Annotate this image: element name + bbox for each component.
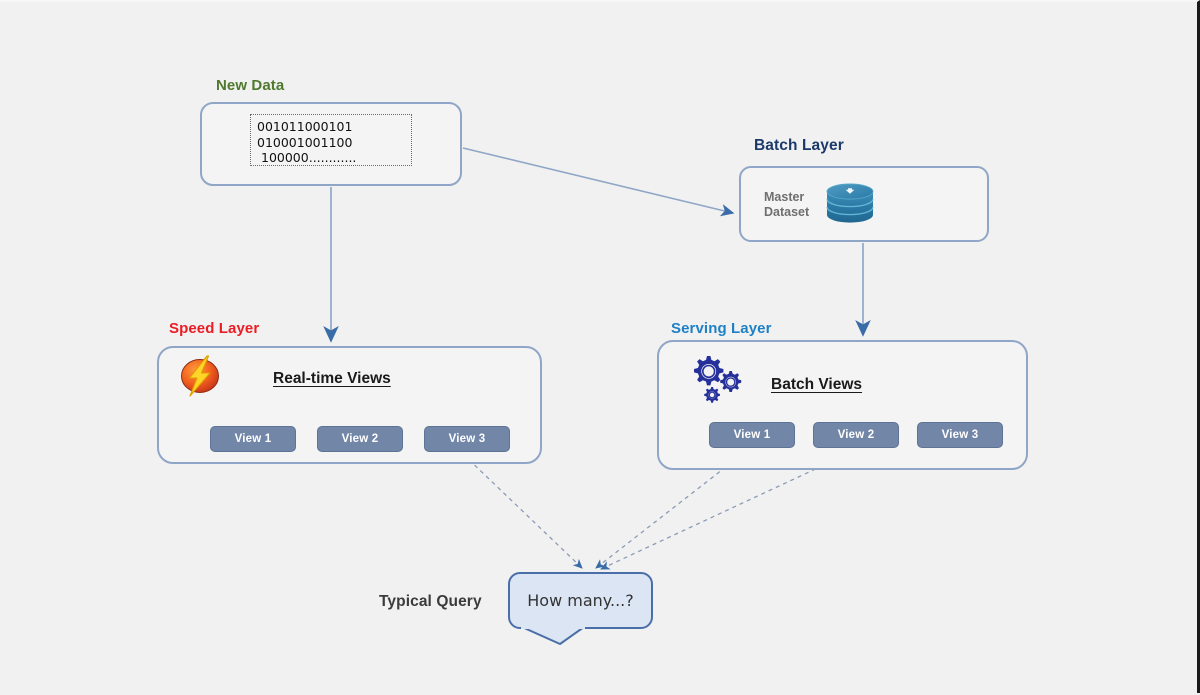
new-data-line-2: 010001001100 [257,134,353,150]
speed-layer-view-1[interactable]: View 1 [210,426,296,452]
query-text: How many...? [527,591,634,610]
gears-icon [694,356,742,403]
master-dataset-label: Master Dataset [764,190,809,220]
database-cylinder-icon [826,183,874,223]
new-data-payload: 001011000101 010001001100 100000........… [250,114,412,166]
speed-layer-view-3[interactable]: View 3 [424,426,510,452]
new-data-box[interactable] [200,102,462,186]
typical-query-label: Typical Query [379,593,482,610]
serving-layer-view-3[interactable]: View 3 [917,422,1003,448]
batch-layer-label: Batch Layer [754,137,844,154]
query-bubble-tail-icon [521,626,585,645]
master-dataset-line-1: Master [764,190,805,204]
speed-layer-label: Speed Layer [169,320,260,337]
serving-layer-label: Serving Layer [671,320,772,337]
query-bubble[interactable]: How many...? [508,572,653,629]
realtime-views-title: Real-time Views [273,370,391,387]
new-data-line-1: 001011000101 [257,119,353,134]
new-data-line-3: 100000............ [261,150,357,165]
new-data-label: New Data [216,77,285,94]
connector-speedview3-to-query [462,453,583,569]
lightning-bolt-icon [181,355,219,397]
serving-layer-view-1[interactable]: View 1 [709,422,795,448]
serving-layer-view-2[interactable]: View 2 [813,422,899,448]
batch-views-title: Batch Views [771,376,863,393]
master-dataset-line-2: Dataset [764,205,810,219]
connector-newdata-to-batch [462,147,735,217]
speed-layer-view-2[interactable]: View 2 [317,426,403,452]
